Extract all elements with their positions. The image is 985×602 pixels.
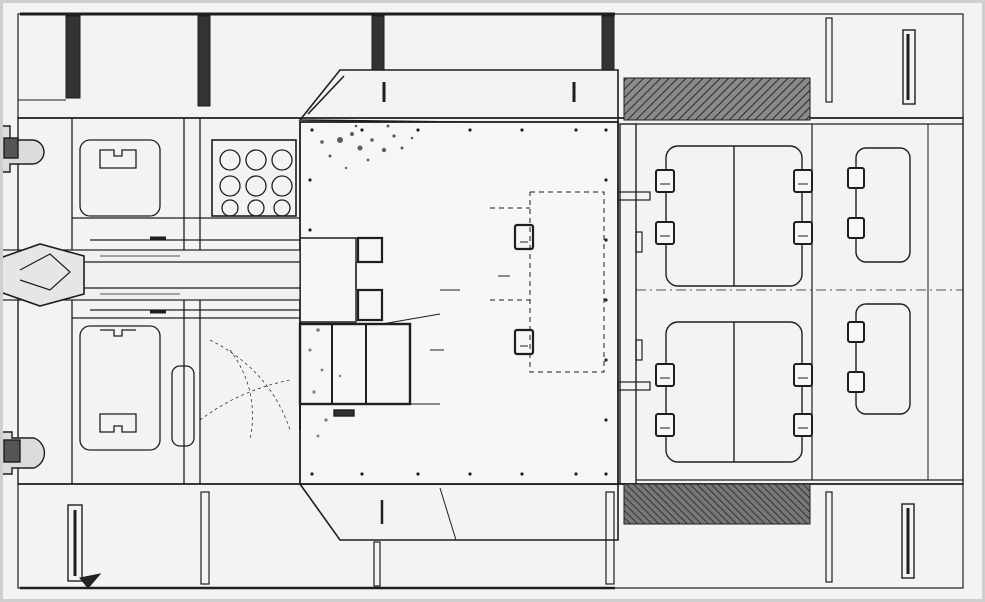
fighting-compartment	[298, 121, 619, 485]
bottom-guard-dividers	[67, 491, 915, 589]
gun-barrel	[0, 236, 301, 314]
front-compartment	[71, 118, 300, 484]
headlight-top	[0, 125, 45, 173]
engine-deck	[617, 77, 963, 525]
headlight-bottom	[0, 431, 46, 475]
